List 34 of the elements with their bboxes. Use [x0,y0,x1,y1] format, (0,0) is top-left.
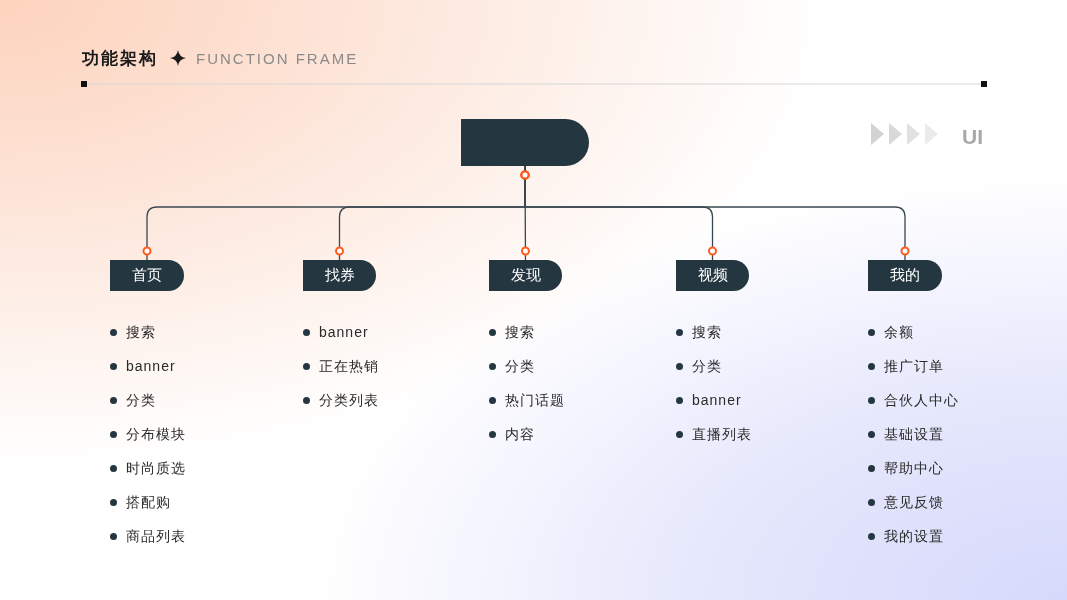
feature-item: 搭配购 [126,492,171,512]
ui-label: UI [962,124,983,150]
feature-item: 我的设置 [884,526,944,546]
category-tab: 我的 [868,260,942,291]
feature-item: 搜索 [505,322,535,342]
feature-item: 内容 [505,424,535,444]
category-tab: 找券 [303,260,376,291]
feature-item: 搜索 [692,322,722,342]
feature-item: 帮助中心 [884,458,944,478]
feature-item: 推广订单 [884,356,944,376]
feature-item: 热门话题 [505,390,565,410]
feature-item: 分类 [505,356,535,376]
feature-item: 时尚质选 [126,458,186,478]
feature-item: 余额 [884,322,914,342]
feature-item: 分类列表 [319,390,379,410]
feature-item: 分类 [126,390,156,410]
root-box [461,119,589,166]
feature-item: 直播列表 [692,424,752,444]
category-tab: 视频 [676,260,749,291]
feature-item: 基础设置 [884,424,944,444]
feature-item: 正在热销 [319,356,379,376]
feature-item: 搜索 [126,322,156,342]
feature-item: 商品列表 [126,526,186,546]
feature-item: 合伙人中心 [884,390,959,410]
category-tab: 发现 [489,260,562,291]
feature-item: banner [692,390,742,410]
feature-item: 分类 [692,356,722,376]
feature-item: 分布模块 [126,424,186,444]
diagram-title: 功能架构 [82,47,158,70]
subtitle-text: FUNCTION FRAME [196,49,359,69]
feature-item: banner [319,322,369,342]
category-tab: 首页 [110,260,184,291]
feature-item: banner [126,356,176,376]
feature-item: 意见反馈 [884,492,944,512]
